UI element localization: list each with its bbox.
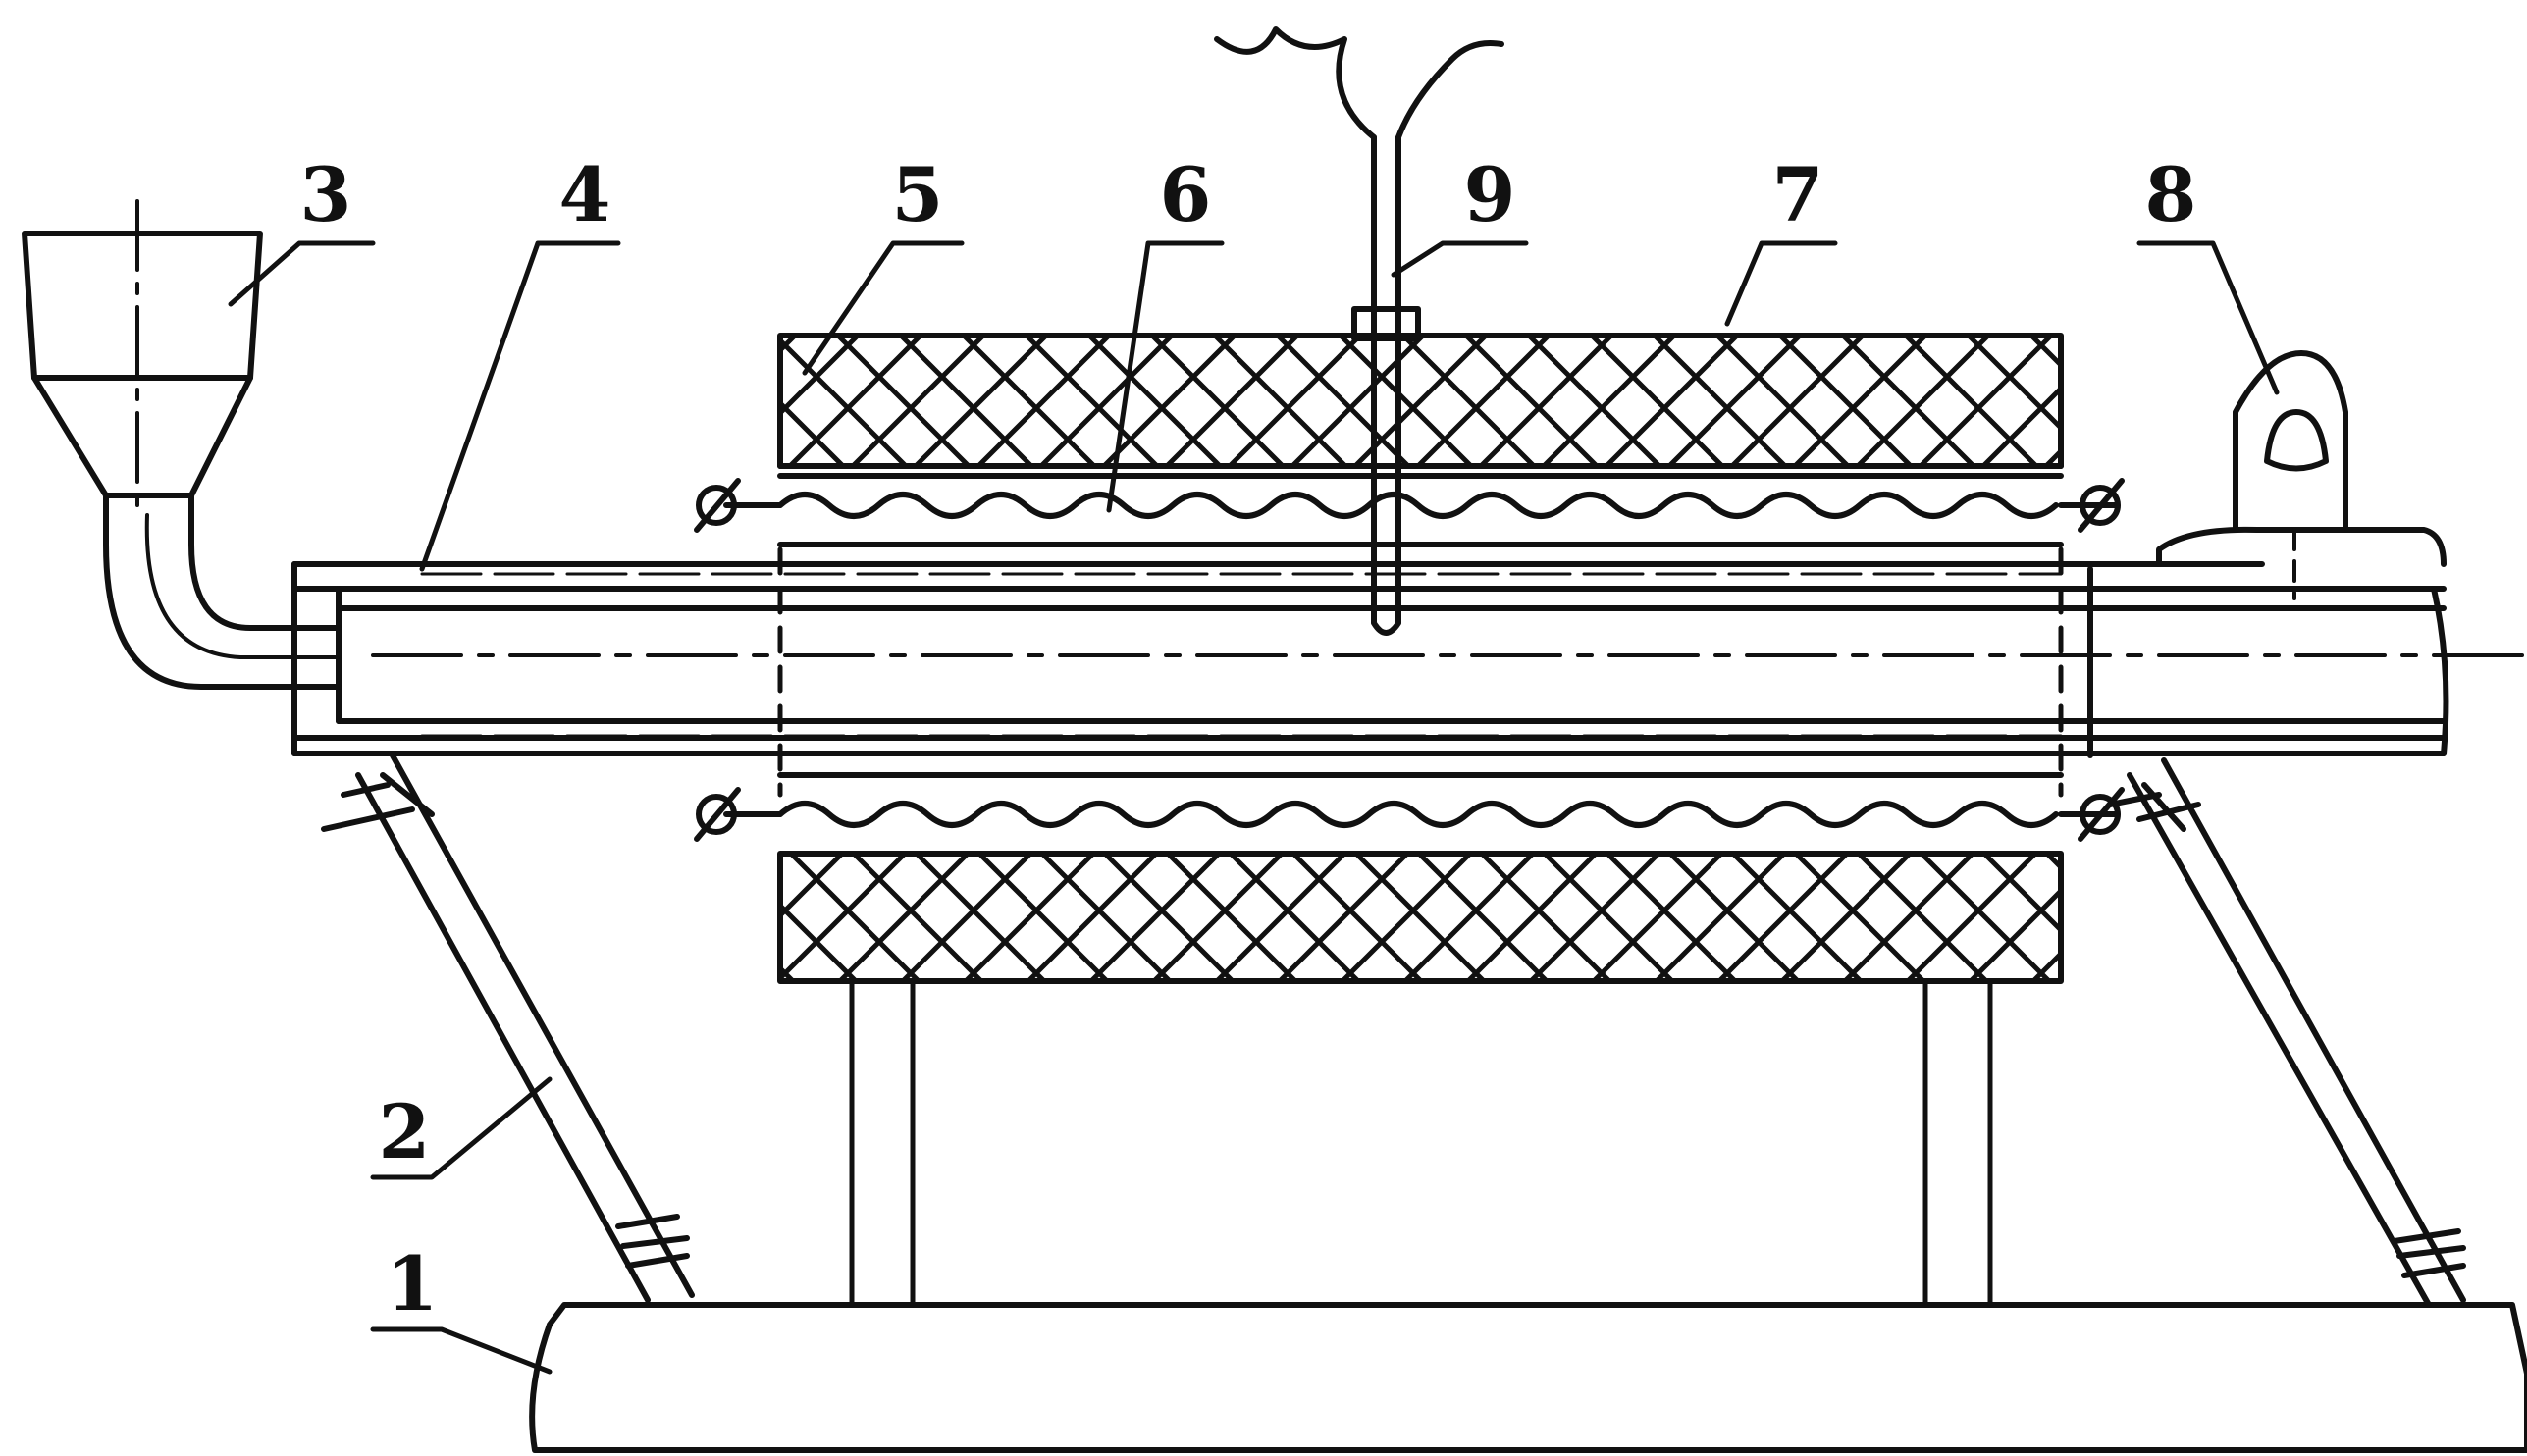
furnace-support-legs <box>849 978 1993 1308</box>
leader-lines <box>228 240 2280 1375</box>
feed-hopper <box>22 199 342 690</box>
label-8-lifting-eye: 8 <box>2145 151 2197 238</box>
label-6-heating-element: 6 <box>1160 151 1212 238</box>
inclined-strut-right <box>2107 757 2466 1308</box>
label-9-thermocouple: 9 <box>1464 151 1516 238</box>
label-1-base: 1 <box>387 1240 439 1327</box>
heating-zone-boundary <box>777 546 2064 798</box>
label-7-body: 7 <box>1772 151 1824 238</box>
end-cap-lug <box>2156 350 2447 600</box>
base-plate <box>529 1302 2527 1453</box>
label-2-strut: 2 <box>379 1088 431 1175</box>
label-4-furnace-tube: 4 <box>559 151 611 238</box>
thermocouple <box>1214 26 1504 636</box>
furnace-tube <box>291 561 2449 758</box>
insulation-layer <box>777 333 2064 984</box>
label-5-insulation: 5 <box>892 151 944 238</box>
terminal-icons <box>694 478 2125 842</box>
heating-element <box>723 492 2118 828</box>
label-3-hopper: 3 <box>300 151 352 238</box>
inclined-strut-left <box>321 753 695 1303</box>
